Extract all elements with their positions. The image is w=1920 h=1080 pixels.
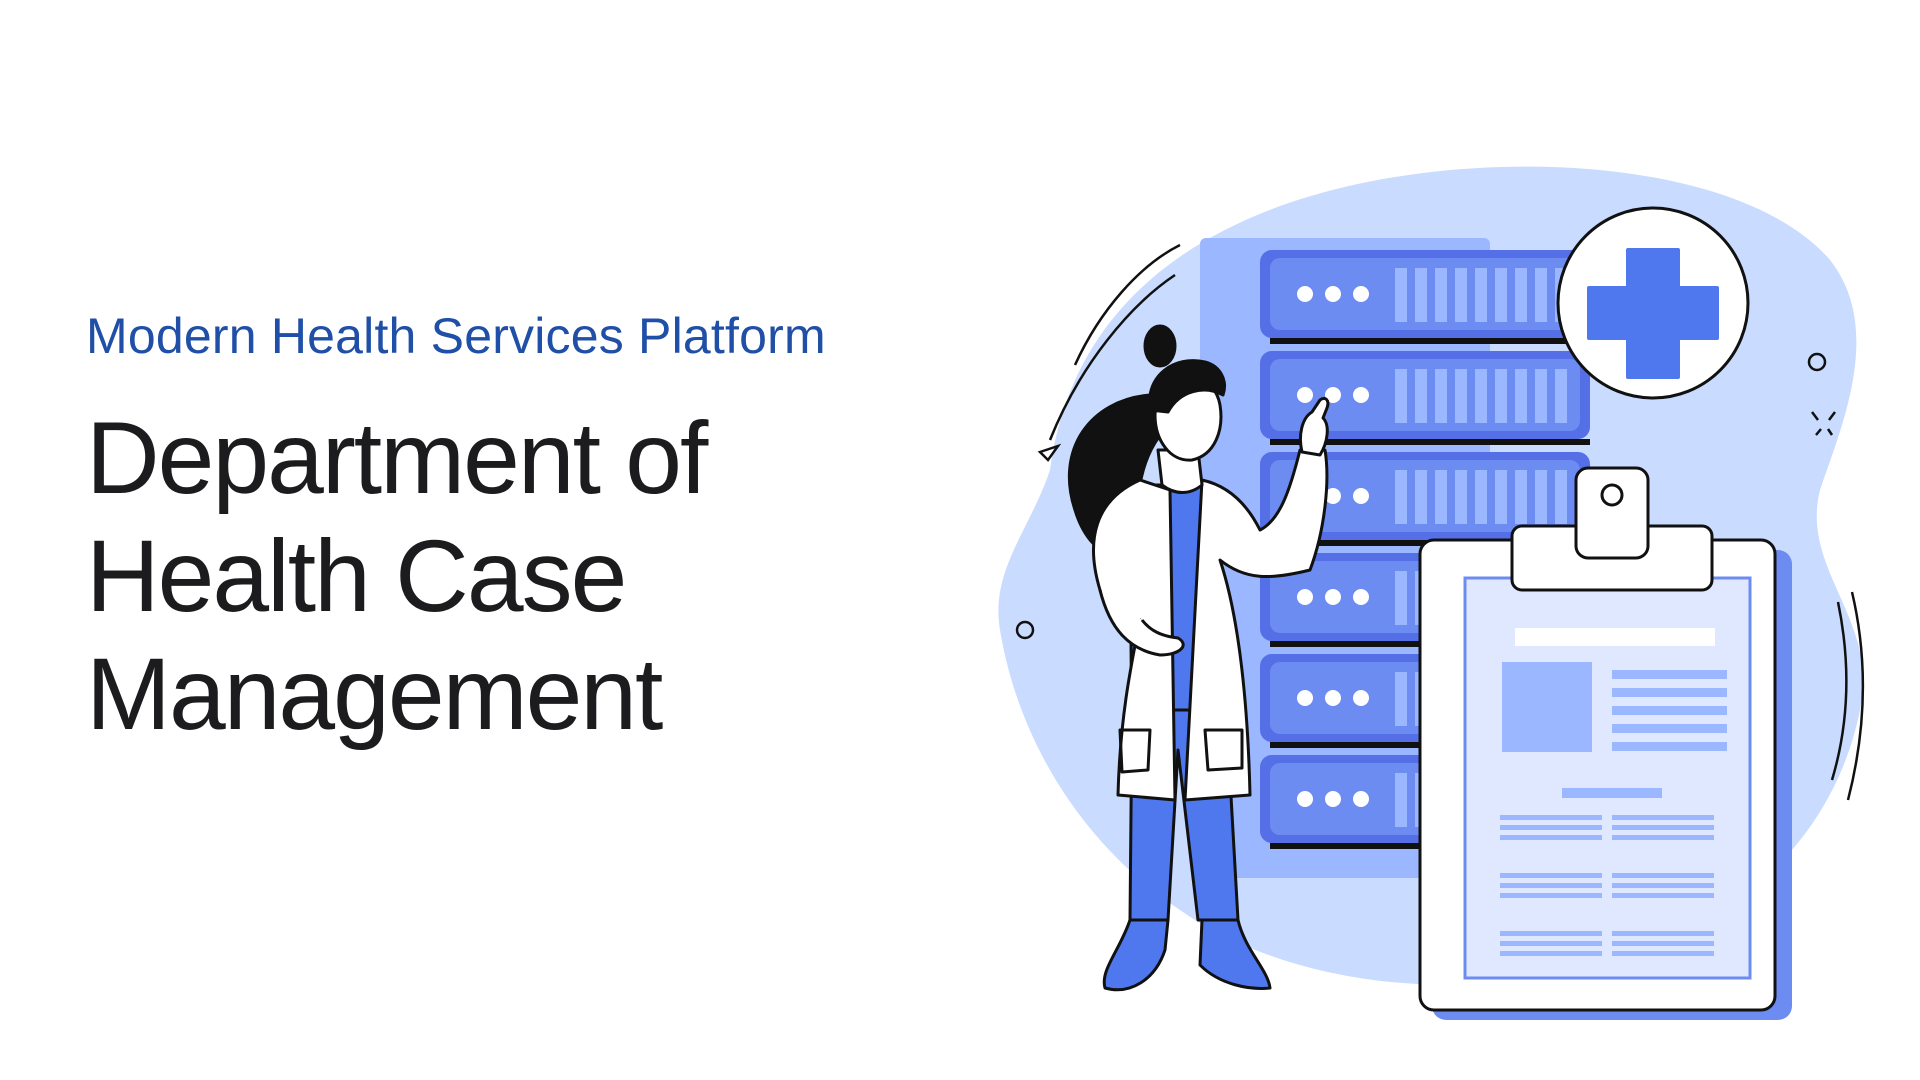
hero-title-line-3: Management bbox=[86, 637, 663, 751]
document-line bbox=[1612, 873, 1714, 878]
document-line bbox=[1500, 835, 1602, 840]
document-line bbox=[1612, 931, 1714, 936]
hero-title-line-1: Department of bbox=[86, 401, 708, 515]
document-line bbox=[1612, 688, 1727, 697]
document-line bbox=[1612, 724, 1727, 733]
document-line bbox=[1500, 815, 1602, 820]
document-line bbox=[1612, 815, 1714, 820]
document-line bbox=[1612, 706, 1727, 715]
document-line bbox=[1612, 670, 1727, 679]
health-illustration bbox=[998, 166, 1865, 1020]
medical-cross-icon bbox=[1556, 206, 1750, 400]
document-line bbox=[1612, 893, 1714, 898]
document-line bbox=[1612, 883, 1714, 888]
clipboard-icon bbox=[1418, 466, 1792, 1020]
server-unit bbox=[1260, 250, 1590, 344]
document-line bbox=[1500, 941, 1602, 946]
hero-title: Department of Health Case Management bbox=[86, 399, 966, 753]
document-line bbox=[1500, 825, 1602, 830]
document-line bbox=[1612, 941, 1714, 946]
decorative-marks bbox=[1015, 243, 1865, 801]
hero-title-line-2: Health Case bbox=[86, 519, 627, 633]
doctor-figure bbox=[1067, 324, 1330, 992]
document-line bbox=[1500, 893, 1602, 898]
document-line bbox=[1612, 742, 1727, 751]
hero-subtitle: Modern Health Services Platform bbox=[86, 308, 826, 364]
document-line bbox=[1500, 883, 1602, 888]
document-line bbox=[1612, 951, 1714, 956]
hero-text: Modern Health Services Platform Departme… bbox=[86, 305, 966, 753]
document-line bbox=[1612, 825, 1714, 830]
document-line bbox=[1500, 931, 1602, 936]
document-line bbox=[1500, 951, 1602, 956]
document-line bbox=[1562, 788, 1662, 798]
server-unit bbox=[1260, 452, 1590, 546]
document-line bbox=[1500, 873, 1602, 878]
document-line bbox=[1612, 835, 1714, 840]
server-unit bbox=[1260, 351, 1590, 445]
